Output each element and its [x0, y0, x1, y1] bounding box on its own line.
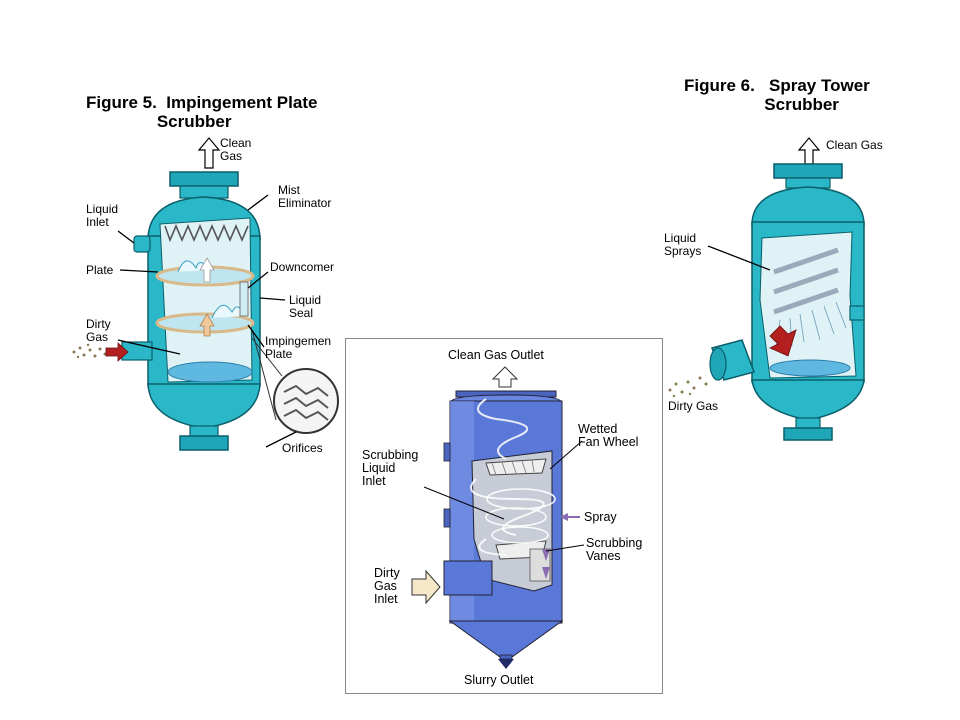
mist-eliminator	[164, 223, 249, 243]
swirl-flow	[470, 398, 545, 556]
clean-gas-outlet-arrow	[491, 366, 519, 388]
f5-label-mist-eliminator: Mist Eliminator	[278, 183, 332, 210]
wetted-fan-wheel	[485, 458, 547, 476]
f6-cutaway	[759, 231, 857, 379]
figure-6-title: Figure 6. Spray Tower Scrubber	[684, 76, 870, 114]
center-label-dirty-gas-inlet: Dirty Gas Inlet	[374, 566, 400, 606]
center-leaders	[423, 440, 585, 552]
f6-bottom-flange	[783, 427, 833, 441]
dirty-gas-arrow	[105, 342, 129, 362]
f5-label-plate: Plate	[86, 263, 114, 277]
f5-label-dirty-gas: Dirty Gas	[86, 317, 111, 344]
f5-label-liquid-seal: Liquid Seal	[289, 293, 322, 320]
spray-arrow	[560, 513, 568, 521]
figure-5-title: Figure 5. Impingement Plate Scrubber	[86, 93, 318, 131]
figure-6-leaders	[707, 245, 771, 271]
center-label-slurry-outlet: Slurry Outlet	[464, 673, 534, 687]
f5-label-orifices: Orifices	[282, 441, 323, 455]
upflow-arrow-lower	[199, 313, 215, 337]
f6-cone	[751, 379, 865, 421]
f6-side-nozzle	[849, 305, 865, 321]
dirty-gas-inlet-box	[443, 560, 493, 596]
liquid-inlet-nozzle	[133, 235, 151, 253]
center-label-clean-gas-outlet: Clean Gas Outlet	[448, 348, 544, 362]
f6-dirty-gas-particles	[668, 376, 708, 398]
dirty-gas-inlet-arrow	[411, 569, 441, 605]
downcomer	[239, 281, 249, 317]
clean-gas-arrow	[197, 137, 221, 169]
orifice-detail-circle	[273, 368, 339, 434]
upflow-arrow-upper	[199, 257, 215, 283]
figure-5-leaders	[117, 194, 297, 448]
f6-clean-gas-arrow	[797, 137, 821, 165]
slurry-outlet-arrow	[498, 659, 514, 669]
center-vessel-cone	[448, 620, 564, 658]
f6-spray-headers	[773, 247, 839, 315]
f6-dirty-gas-arrow	[769, 325, 797, 357]
f6-dome	[751, 186, 865, 226]
f5-label-clean-gas: Clean Gas	[220, 136, 252, 163]
center-label-scrubbing-liquid-inlet: Scrubbing Liquid Inlet	[362, 448, 419, 488]
f6-label-clean-gas: Clean Gas	[826, 138, 883, 152]
f6-top-flange	[773, 163, 843, 179]
f5-label-liquid-inlet: Liquid Inlet	[86, 202, 119, 229]
center-figure: Clean Gas Outlet Wetted Fan Wheel Scrubb…	[345, 338, 663, 694]
bottom-flange	[179, 435, 229, 451]
center-drawing	[411, 366, 585, 669]
f6-label-dirty-gas: Dirty Gas	[668, 399, 719, 413]
f5-label-downcomer: Downcomer	[270, 260, 335, 274]
downward-spray-arrows	[542, 549, 550, 579]
center-label-scrubbing-vanes: Scrubbing Vanes	[586, 536, 643, 563]
liquid-pool	[167, 361, 253, 383]
f5-label-impingement-plate: Impingemen Plate	[265, 334, 332, 361]
f6-label-liquid-sprays: Liquid Sprays	[664, 231, 702, 258]
center-label-spray: Spray	[584, 510, 617, 524]
center-label-wetted-fan-wheel: Wetted Fan Wheel	[578, 422, 639, 449]
f6-liquid-pool	[769, 359, 851, 377]
